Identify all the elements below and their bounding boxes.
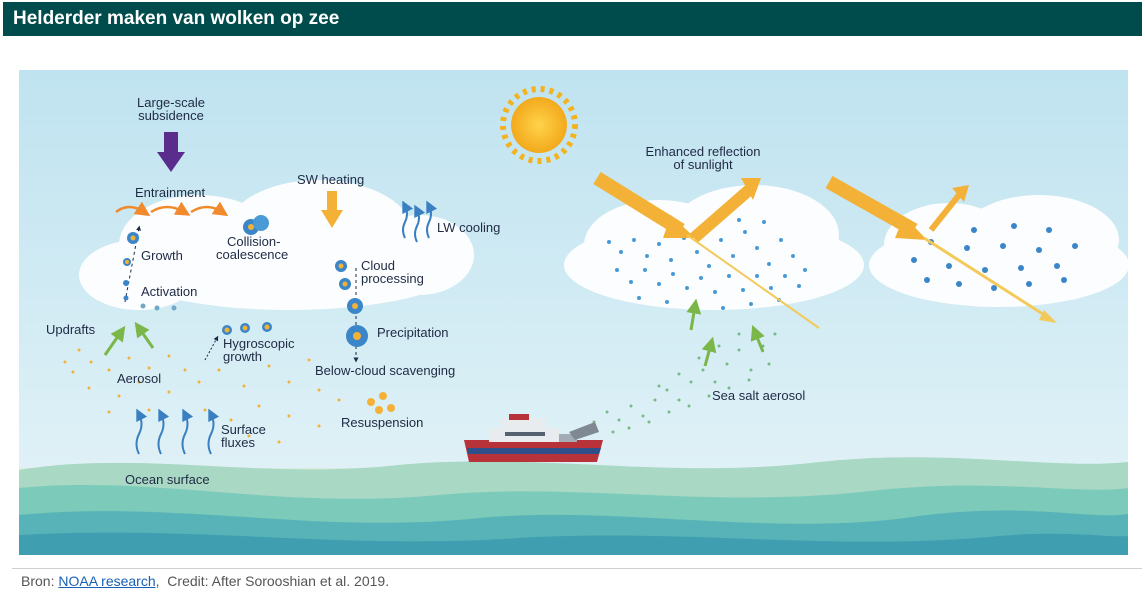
label-resuspension: Resuspension — [341, 415, 423, 430]
label-activation: Activation — [141, 284, 197, 299]
resuspension-particles — [367, 392, 395, 414]
label-subsidence-line1: Large-scale — [137, 95, 205, 110]
source-credit: Credit: After Sorooshian et al. 2019. — [167, 573, 390, 589]
label-surface-fluxes-line1: Surface — [221, 422, 266, 437]
label-growth: Growth — [141, 248, 183, 263]
source-line: Bron: NOAA research, Credit: After Soroo… — [21, 573, 389, 589]
source-prefix: Bron: — [21, 573, 59, 589]
hygroscopic-droplets — [204, 322, 272, 361]
label-collision-line1: Collision- — [227, 234, 280, 249]
surface-flux-arrows — [135, 408, 220, 455]
lw-cooling-arrows — [402, 200, 438, 243]
label-cloud-processing-line2: processing — [361, 271, 424, 286]
footer-divider — [12, 568, 1142, 569]
label-reflection-line1: Enhanced reflection — [646, 144, 761, 159]
noaa-research-link[interactable]: NOAA research — [58, 573, 156, 589]
entrainment-arrows — [115, 201, 229, 217]
label-entrainment: Entrainment — [135, 185, 205, 200]
label-below-cloud-scavenging: Below-cloud scavenging — [315, 363, 455, 378]
header-bar: Helderder maken van wolken op zee — [3, 2, 1142, 36]
cloud-processing-chain — [335, 260, 368, 363]
sunlight-arrows — [593, 172, 1057, 329]
label-ocean-surface: Ocean surface — [125, 472, 210, 487]
large-droplets — [911, 223, 1078, 291]
label-lw-cooling: LW cooling — [437, 220, 500, 235]
diagram-svg: Large-scale subsidence Entrainment Growt… — [19, 70, 1128, 555]
label-subsidence-line2: subsidence — [138, 108, 204, 123]
label-surface-fluxes-line2: fluxes — [221, 435, 255, 450]
sea-salt-spray — [592, 332, 777, 434]
subsidence-arrow — [157, 132, 185, 172]
label-updrafts: Updrafts — [46, 322, 96, 337]
sw-heating-arrow — [321, 191, 343, 228]
label-aerosol: Aerosol — [117, 371, 161, 386]
label-sea-salt-aerosol: Sea salt aerosol — [712, 388, 805, 403]
small-droplets — [607, 218, 807, 310]
label-cloud-processing-line1: Cloud — [361, 258, 395, 273]
label-sw-heating: SW heating — [297, 172, 364, 187]
page-title: Helderder maken van wolken op zee — [13, 8, 340, 29]
label-precipitation: Precipitation — [377, 325, 449, 340]
aerosol-particles — [63, 348, 341, 444]
source-separator: , — [155, 573, 168, 589]
label-hygroscopic-line2: growth — [223, 349, 262, 364]
sun-icon — [500, 86, 578, 164]
label-reflection-line2: of sunlight — [673, 157, 733, 172]
updraft-arrows — [103, 298, 765, 367]
collision-droplets — [243, 215, 269, 235]
growth-droplet-chain — [123, 225, 177, 311]
label-hygroscopic-line1: Hygroscopic — [223, 336, 295, 351]
cloud-left — [79, 180, 474, 310]
cloud-brightening-diagram: Large-scale subsidence Entrainment Growt… — [19, 70, 1128, 555]
ocean-waves — [19, 457, 1128, 555]
label-collision-line2: coalescence — [216, 247, 288, 262]
ship-icon — [464, 414, 603, 462]
